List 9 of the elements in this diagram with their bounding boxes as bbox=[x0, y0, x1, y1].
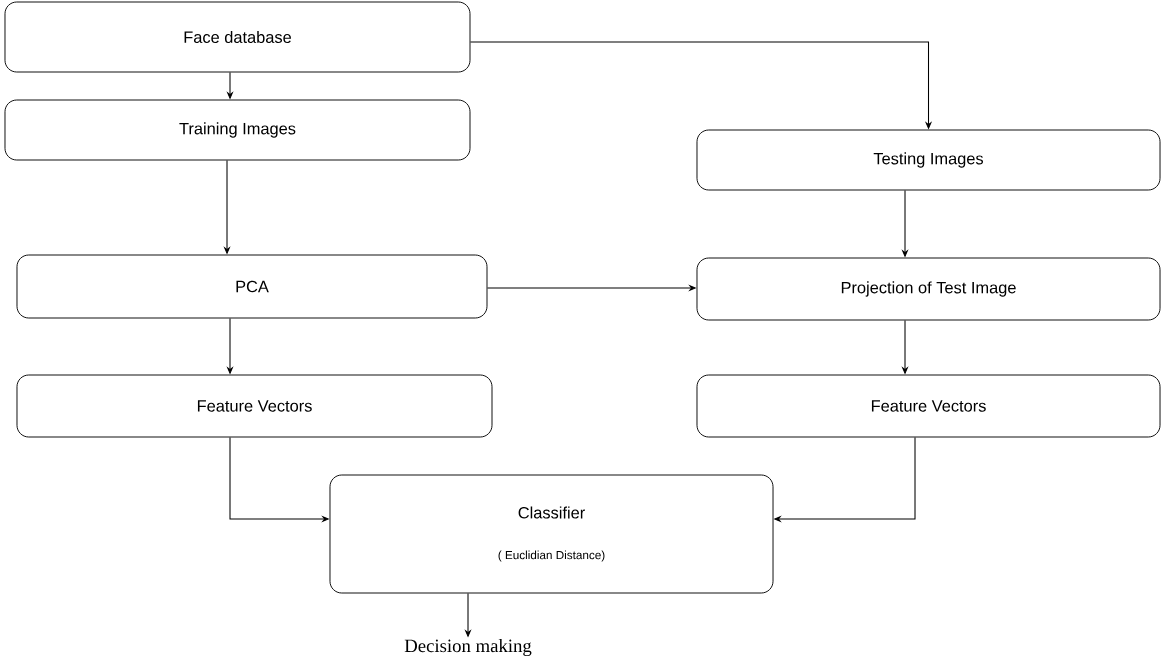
process-box: Testing Images bbox=[696, 129, 1161, 191]
bare-text: Decision making bbox=[404, 639, 532, 657]
process-box: Feature Vectors bbox=[696, 374, 1161, 438]
process-box: Training Images bbox=[4, 99, 471, 161]
process-box: PCA bbox=[16, 254, 488, 319]
process-box: Projection of Test Image bbox=[696, 257, 1161, 321]
process-box: Classifier ( Euclidian Distance) bbox=[329, 474, 774, 594]
process-box: Face database bbox=[4, 1, 471, 73]
process-box: Feature Vectors bbox=[16, 374, 493, 438]
